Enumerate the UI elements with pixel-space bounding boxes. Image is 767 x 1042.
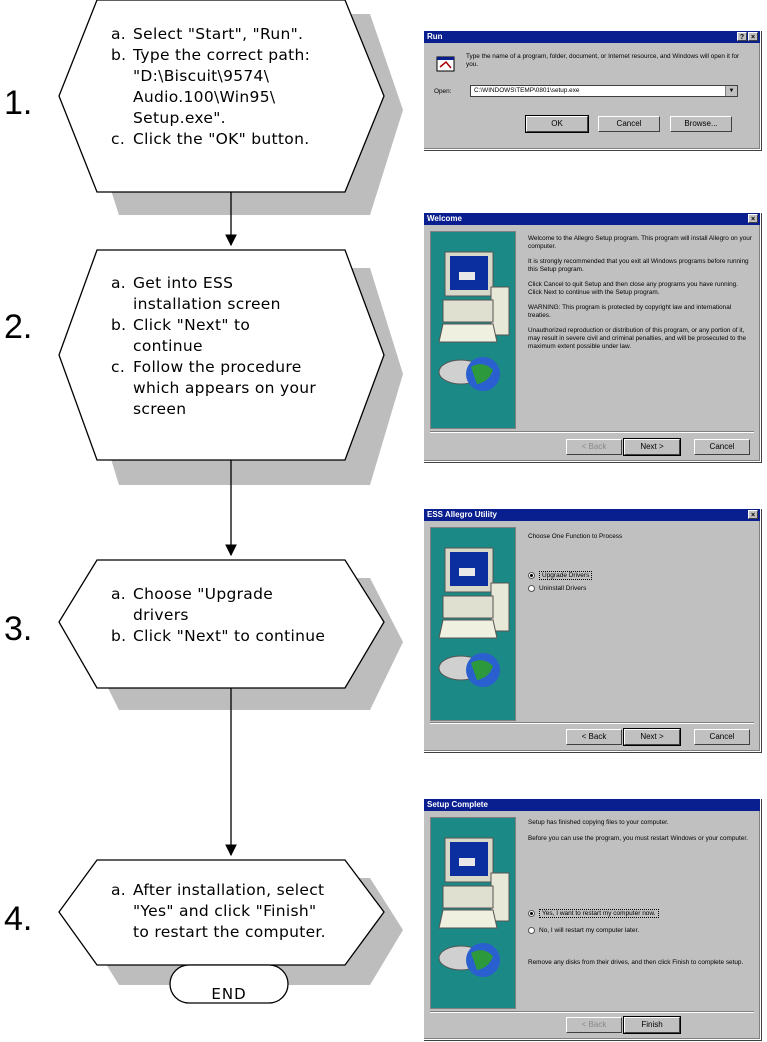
- welcome-para-4: WARNING: This program is protected by co…: [528, 304, 732, 319]
- welcome-cancel-button[interactable]: Cancel: [694, 439, 750, 455]
- step2-item-b: b.Click "Next" to continue: [111, 316, 251, 355]
- step1-text: a.Select "Start", "Run". b.Type the corr…: [111, 24, 361, 150]
- step4-item-a: a.After installation, select "Yes" and c…: [111, 881, 326, 941]
- step4-text: a.After installation, select "Yes" and c…: [111, 880, 361, 943]
- close-icon[interactable]: ×: [748, 214, 758, 223]
- utility-back-button[interactable]: < Back: [566, 729, 622, 745]
- run-open-input[interactable]: C:\WINDOWS\TEMP\0801\setup.exe ▼: [470, 85, 738, 97]
- upgrade-drivers-radio[interactable]: [528, 572, 535, 579]
- step4-hexagon: [58, 859, 385, 966]
- run-browse-button[interactable]: Browse...: [670, 116, 732, 132]
- utility-title: ESS Allegro Utility: [427, 510, 497, 519]
- utility-prompt: Choose One Function to Process: [528, 533, 623, 540]
- setup-graphic: [430, 527, 516, 721]
- restart-later-radio[interactable]: [528, 927, 535, 934]
- step3-text: a.Choose "Upgrade drivers b.Click "Next"…: [111, 584, 361, 647]
- complete-line-3: Remove any disks from their drives, and …: [528, 959, 744, 966]
- run-program-icon: [436, 56, 455, 72]
- step3-item-b: b.Click "Next" to continue: [111, 627, 326, 645]
- welcome-para-1: Welcome to the Allegro Setup program. Th…: [528, 235, 752, 250]
- complete-finish-button[interactable]: Finish: [623, 1016, 681, 1034]
- setup-graphic: [430, 231, 516, 429]
- utility-next-button[interactable]: Next >: [623, 728, 681, 746]
- complete-titlebar: Setup Complete: [424, 799, 760, 811]
- welcome-next-button[interactable]: Next >: [623, 438, 681, 456]
- restart-later-label: No, I will restart my computer later.: [539, 927, 640, 934]
- welcome-para-2: It is strongly recommended that you exit…: [528, 258, 749, 273]
- utility-cancel-button[interactable]: Cancel: [694, 729, 750, 745]
- restart-now-option[interactable]: Yes, I want to restart my computer now.: [528, 909, 659, 918]
- step4-number: 4.: [4, 900, 33, 938]
- close-icon[interactable]: ×: [748, 510, 758, 519]
- upgrade-drivers-label: Upgrade Drivers: [539, 571, 593, 580]
- run-ok-button[interactable]: OK: [525, 115, 589, 133]
- step3-hexagon: [58, 559, 385, 689]
- uninstall-drivers-option[interactable]: Uninstall Drivers: [528, 585, 586, 592]
- run-dialog: Run ? × Type the name of a program, fold…: [423, 30, 761, 150]
- run-cancel-button[interactable]: Cancel: [598, 116, 660, 132]
- chevron-down-icon[interactable]: ▼: [725, 86, 737, 96]
- step1-hexagon: [58, 0, 385, 193]
- welcome-titlebar: Welcome ×: [424, 213, 760, 225]
- uninstall-drivers-label: Uninstall Drivers: [539, 585, 587, 592]
- uninstall-drivers-radio[interactable]: [528, 585, 535, 592]
- restart-later-option[interactable]: No, I will restart my computer later.: [528, 927, 639, 934]
- complete-line-2: Before you can use the program, you must…: [528, 835, 748, 842]
- setup-graphic: [430, 817, 516, 1009]
- restart-now-label: Yes, I want to restart my computer now.: [539, 909, 659, 918]
- complete-divider: [430, 1011, 754, 1013]
- utility-titlebar: ESS Allegro Utility ×: [424, 509, 760, 521]
- computer-icon: [438, 837, 510, 977]
- step1-number: 1.: [4, 84, 33, 122]
- utility-dialog: ESS Allegro Utility × Choose One Functio…: [423, 508, 761, 752]
- welcome-divider: [430, 431, 754, 433]
- complete-line-1: Setup has finished copying files to your…: [528, 819, 669, 826]
- run-open-value: C:\WINDOWS\TEMP\0801\setup.exe: [474, 87, 580, 94]
- step3-item-a: a.Choose "Upgrade drivers: [111, 585, 274, 624]
- run-title: Run: [427, 32, 443, 41]
- utility-divider: [430, 722, 754, 724]
- welcome-para-5: Unauthorized reproduction or distributio…: [528, 327, 747, 350]
- welcome-back-button[interactable]: < Back: [566, 439, 622, 455]
- welcome-title: Welcome: [427, 214, 462, 223]
- close-icon[interactable]: ×: [748, 32, 758, 41]
- run-prompt: Type the name of a program, folder, docu…: [466, 53, 740, 68]
- step1-item-a: a.Select "Start", "Run".: [111, 25, 304, 43]
- upgrade-drivers-option[interactable]: Upgrade Drivers: [528, 571, 593, 580]
- run-open-label: Open:: [434, 88, 452, 95]
- step3-number: 3.: [4, 610, 33, 648]
- end-terminator: [169, 964, 289, 1004]
- step2-item-c: c.Follow the procedure which appears on …: [111, 358, 317, 418]
- step2-item-a: a.Get into ESS installation screen: [111, 274, 281, 313]
- step1-item-c: c.Click the "OK" button.: [111, 130, 310, 148]
- complete-dialog: Setup Complete Setup has finished copyin…: [423, 798, 761, 1040]
- computer-icon: [438, 547, 510, 687]
- welcome-dialog: Welcome × Welcome to the Allegro Setup p…: [423, 212, 761, 462]
- step2-hexagon: [58, 249, 385, 461]
- run-titlebar: Run ? ×: [424, 31, 760, 43]
- welcome-text: Welcome to the Allegro Setup program. Th…: [528, 235, 752, 351]
- end-label: END: [211, 985, 247, 1003]
- complete-title: Setup Complete: [427, 800, 488, 809]
- help-icon[interactable]: ?: [737, 32, 747, 41]
- complete-back-button[interactable]: < Back: [566, 1017, 622, 1033]
- step2-text: a.Get into ESS installation screen b.Cli…: [111, 273, 361, 420]
- computer-icon: [438, 251, 510, 391]
- restart-now-radio[interactable]: [528, 910, 535, 917]
- welcome-para-3: Click Cancel to quit Setup and then clos…: [528, 281, 738, 296]
- step2-number: 2.: [4, 308, 33, 346]
- step1-item-b: b.Type the correct path: "D:\Biscuit\957…: [111, 46, 311, 127]
